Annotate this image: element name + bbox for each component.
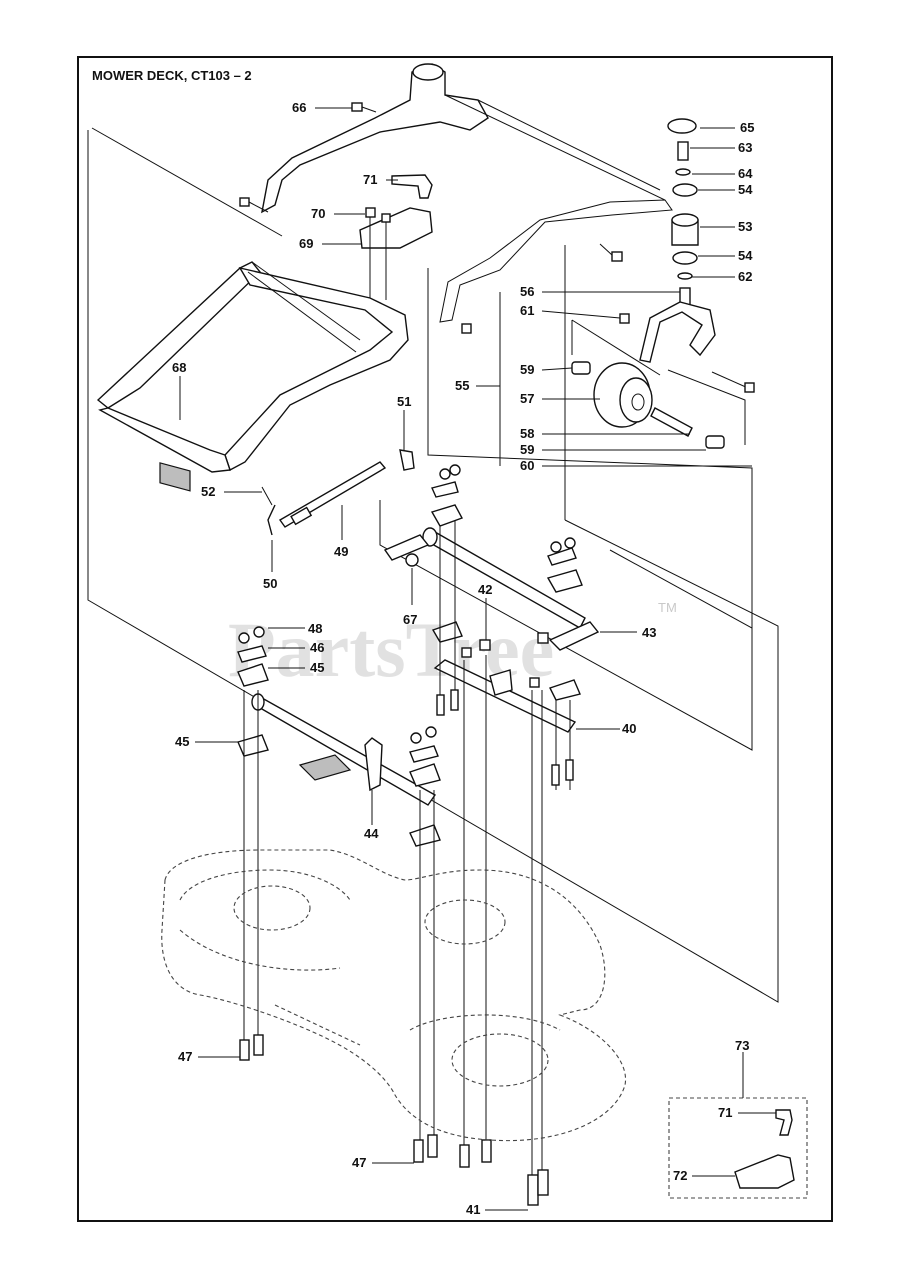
rod-49 <box>267 461 387 536</box>
wheel-frame-outline <box>427 268 753 628</box>
callout-59-lower: 59 <box>520 442 534 457</box>
inset-clip-71 <box>775 1109 793 1136</box>
upper-frame-box-edge <box>91 127 283 237</box>
callout-45-upper: 45 <box>310 660 324 675</box>
callout-62: 62 <box>738 269 752 284</box>
callout-48: 48 <box>308 621 322 636</box>
callout-57: 57 <box>520 391 534 406</box>
callout-72: 72 <box>673 1168 687 1183</box>
callout-43: 43 <box>642 625 656 640</box>
callout-60: 60 <box>520 458 534 473</box>
wheel-guide-3 <box>667 369 746 445</box>
leader-lines <box>179 107 776 1211</box>
bar-40 <box>433 647 577 733</box>
callout-46: 46 <box>310 640 324 655</box>
callout-40: 40 <box>622 721 636 736</box>
pin-52 <box>261 486 273 506</box>
callout-69: 69 <box>299 236 313 251</box>
callout-42: 42 <box>478 582 492 597</box>
nut-42 <box>479 632 549 651</box>
pillow-blocks-upper <box>430 464 583 701</box>
axle-58 <box>650 407 693 437</box>
bracket-69 <box>359 207 433 249</box>
bolt-bracket-right <box>461 243 623 334</box>
bolts-47-lower <box>239 1034 492 1168</box>
callout-54-upper: 54 <box>738 182 753 197</box>
washer-62 <box>677 272 693 280</box>
callout-65: 65 <box>740 120 754 135</box>
caster-fork-55 <box>639 287 716 363</box>
wheel-57 <box>593 362 653 428</box>
callout-51: 51 <box>397 394 411 409</box>
clip-71 <box>391 174 433 199</box>
callout-52: 52 <box>201 484 215 499</box>
callout-49: 49 <box>334 544 348 559</box>
bearing-54-upper <box>672 183 698 197</box>
caster-bolt-63 <box>677 141 689 161</box>
callout-56: 56 <box>520 284 534 299</box>
wheel-guide-1 <box>571 319 661 376</box>
rear-axle-44 <box>251 693 437 806</box>
pillow-blocks-left <box>237 626 269 757</box>
callout-64: 64 <box>738 166 753 181</box>
callout-59-upper: 59 <box>520 362 534 377</box>
diagram-frame <box>77 56 833 1222</box>
pillow-blocks-mid <box>409 726 441 847</box>
bolts-41 <box>527 1169 549 1206</box>
fork-bolt <box>711 371 755 393</box>
nut-61 <box>619 313 630 324</box>
bearing-54-lower <box>672 251 698 265</box>
bolt-66 <box>351 102 377 113</box>
bolts-upper <box>436 689 574 786</box>
inset-bracket-72 <box>734 1154 795 1189</box>
callout-66: 66 <box>292 100 306 115</box>
callout-67: 67 <box>403 612 417 627</box>
bolt-left-bracket <box>239 197 269 213</box>
caster-cap-65 <box>667 118 697 134</box>
lift-frame-68 <box>96 261 409 492</box>
spacer-59-left <box>571 361 591 375</box>
washer-64 <box>675 168 691 176</box>
callout-61: 61 <box>520 303 534 318</box>
clip-51 <box>399 430 415 471</box>
callout-54-lower: 54 <box>738 248 753 263</box>
spacer-53 <box>671 213 699 246</box>
callout-41: 41 <box>466 1202 480 1217</box>
callout-55: 55 <box>455 378 469 393</box>
callout-71: 71 <box>363 172 377 187</box>
callout-45-lower: 45 <box>175 734 189 749</box>
callout-71-inset: 71 <box>718 1105 732 1120</box>
trademark: TM <box>658 600 677 615</box>
callout-73: 73 <box>735 1038 749 1053</box>
bolt-guide-lines <box>243 520 571 1180</box>
callout-63: 63 <box>738 140 752 155</box>
callout-47-mid: 47 <box>352 1155 366 1170</box>
deck-frame-outline <box>87 130 779 1003</box>
callout-58: 58 <box>520 426 534 441</box>
callout-44: 44 <box>364 826 379 841</box>
mower-deck <box>161 849 627 1142</box>
callout-68: 68 <box>172 360 186 375</box>
callout-53: 53 <box>738 219 752 234</box>
callout-70: 70 <box>311 206 325 221</box>
callout-47-left: 47 <box>178 1049 192 1064</box>
front-axle-43 <box>383 527 600 651</box>
page-title: MOWER DECK, CT103 – 2 <box>92 68 252 83</box>
spacer-59-right <box>705 435 725 449</box>
front-axle-box <box>379 500 753 751</box>
nuts-70 <box>365 207 391 300</box>
top-bracket <box>261 63 673 323</box>
callout-50: 50 <box>263 576 277 591</box>
